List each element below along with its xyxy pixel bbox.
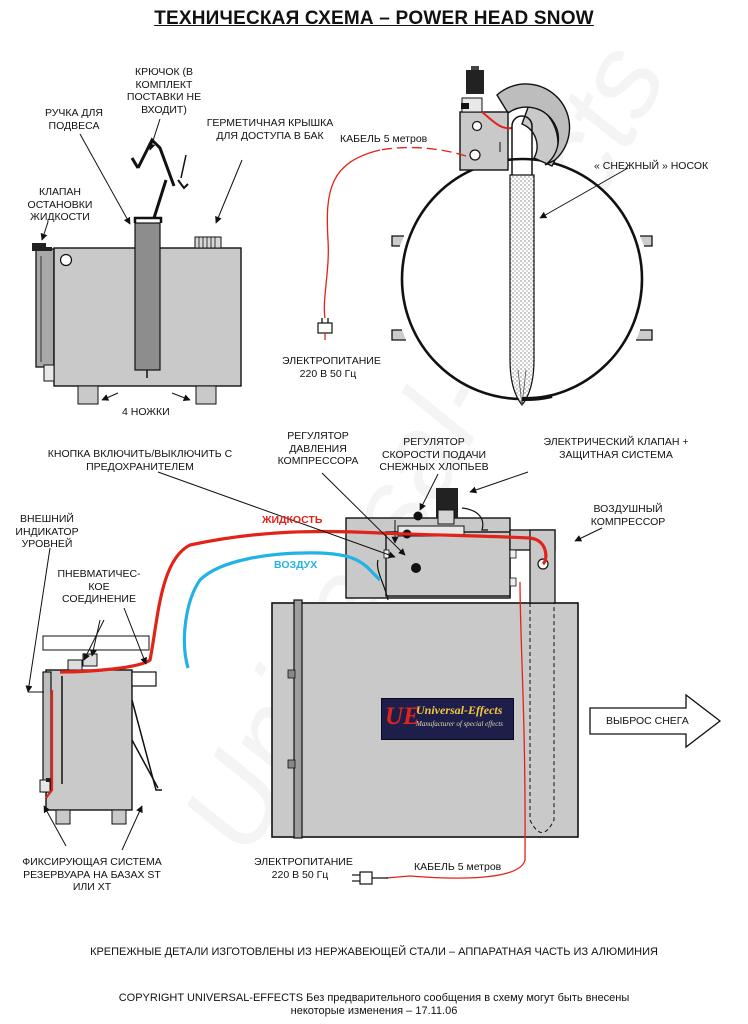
power-plug-top xyxy=(317,318,333,340)
materials-note: КРЕПЕЖНЫЕ ДЕТАЛИ ИЗГОТОВЛЕНЫ ИЗ НЕРЖАВЕЮ… xyxy=(90,946,658,958)
bottom-cable-label: КАБЕЛЬ 5 метров xyxy=(414,861,502,873)
logo-name: Universal-Effects xyxy=(416,703,503,717)
universal-effects-logo: UE Universal-Effects Manufacturer of spe… xyxy=(381,698,514,740)
legs-label: 4 НОЖКИ xyxy=(122,406,170,418)
power-plug-bottom xyxy=(352,871,373,885)
liquid-line-label: ЖИДКОСТЬ xyxy=(262,514,323,526)
logo-tagline: Manufacturer of special effects xyxy=(416,720,504,728)
copyright-note: COPYRIGHT UNIVERSAL-EFFECTS Без предвари… xyxy=(118,992,630,1017)
top-cable-label: КАБЕЛЬ 5 метров xyxy=(340,133,428,145)
reservoir-tank xyxy=(39,635,162,825)
snow-sock-label: « СНЕЖНЫЙ » НОСОК xyxy=(594,160,709,172)
snow-output-label: ВЫБРОС СНЕГА xyxy=(606,715,689,727)
tank-side-view xyxy=(32,137,242,405)
page-title: ТЕХНИЧЕСКАЯ СХЕМА – POWER HEAD SNOW xyxy=(154,8,594,29)
snow-head-front-view xyxy=(391,66,653,406)
air-line-label: ВОЗДУХ xyxy=(274,559,318,571)
logo-mark: UE xyxy=(385,703,420,730)
solenoid-label: ЭЛЕКТРИЧЕСКИЙ КЛАПАН +ЗАЩИТНАЯ СИСТЕМА xyxy=(543,436,689,461)
